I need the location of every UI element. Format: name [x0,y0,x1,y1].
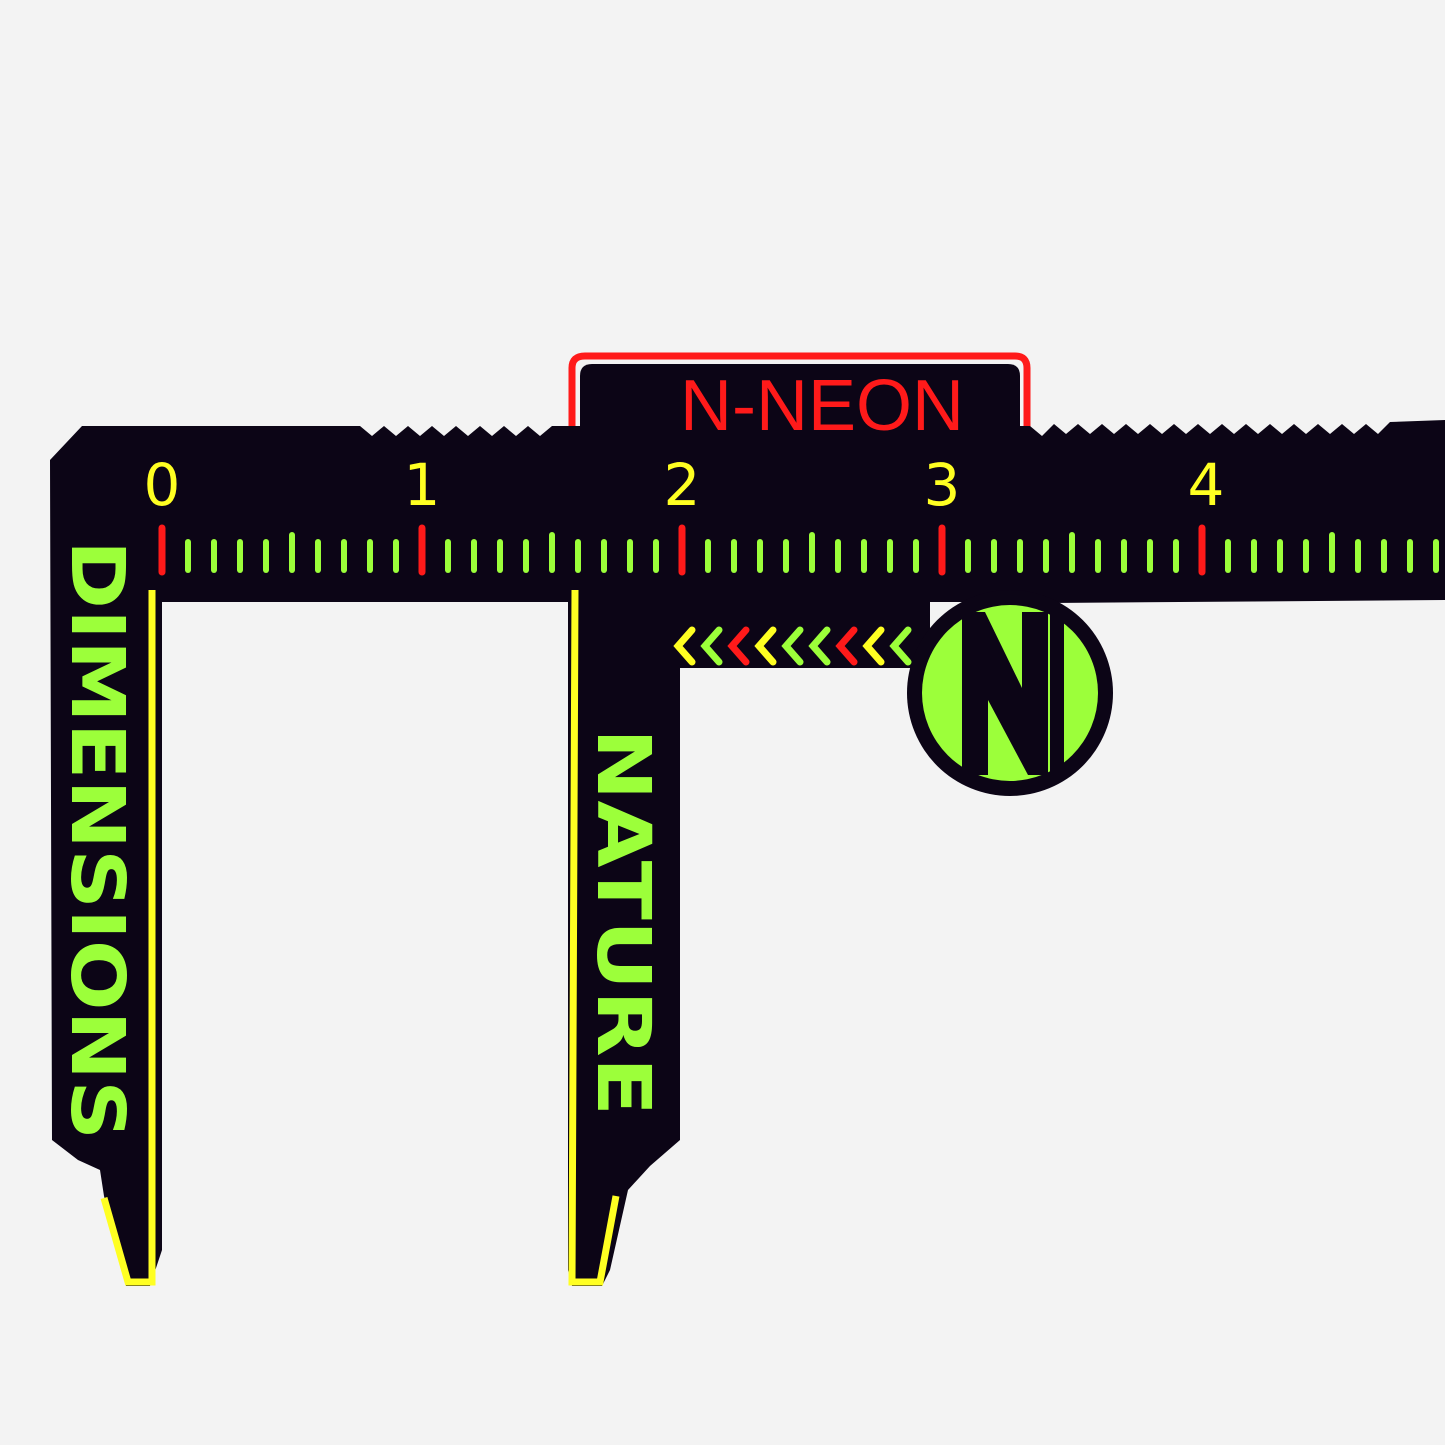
chevron-left-icon [889,626,912,666]
scale-numbers: 0 1 2 3 4 [144,451,1225,519]
chevron-left-icon [835,626,858,666]
scale-number-0: 0 [144,451,181,519]
n-logo-icon [922,605,1098,781]
chevron-left-icon [808,626,831,666]
slider-arrows [673,626,912,666]
scale-ticks [158,524,1439,576]
chevron-left-icon [673,626,696,666]
scale-number-4: 4 [1188,451,1225,519]
sliding-jaw-text: NATURE [580,728,666,1116]
sliding-jaw [568,590,685,1286]
chevron-left-icon [700,626,723,666]
scale-number-1: 1 [404,451,441,519]
slider-top [580,364,1020,440]
caliper-body [50,352,1445,1286]
slider-outline [568,352,1031,440]
scale-number-2: 2 [664,451,701,519]
chevron-left-icon [727,626,750,666]
scale-number-3: 3 [924,451,961,519]
chevron-left-icon [781,626,804,666]
brand-label: N-NEON [680,366,964,446]
chevron-left-icon [754,626,777,666]
sliding-jaw-edge [568,589,620,1286]
fixed-jaw-edge [100,590,156,1286]
main-beam [50,420,1445,1286]
fixed-jaw-text: DIMENSIONS [54,540,140,1140]
chevron-left-icon [862,626,885,666]
